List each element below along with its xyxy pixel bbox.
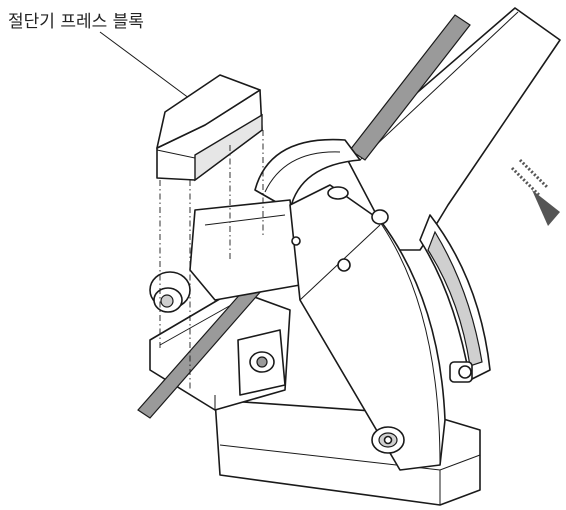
metal-strip-upper — [349, 14, 471, 161]
upper-body-edge — [204, 214, 286, 226]
plate-hole-1 — [291, 236, 301, 246]
lever-edge — [359, 11, 519, 161]
top-pin-2 — [371, 209, 389, 225]
lever-arch-edge — [264, 151, 341, 193]
upper-body — [189, 199, 301, 301]
rear-pivot-hole — [458, 365, 472, 379]
guide-channel-edge — [159, 299, 241, 346]
plate-hole-2 — [337, 258, 351, 272]
segment-curve-edge — [379, 221, 441, 466]
press-block-callout-label: 절단기 프레스 블록 — [8, 12, 144, 32]
lever-arch — [254, 138, 361, 211]
clamp-screw-socket — [256, 356, 268, 368]
side-bolt-hole — [160, 294, 174, 308]
cutter-segment-plate — [289, 184, 446, 471]
front-socket-center — [383, 435, 393, 445]
arrow-down-right-icon — [510, 158, 560, 226]
press-block-top — [156, 74, 261, 149]
top-pin — [327, 186, 349, 200]
press-block-edge — [156, 149, 196, 180]
